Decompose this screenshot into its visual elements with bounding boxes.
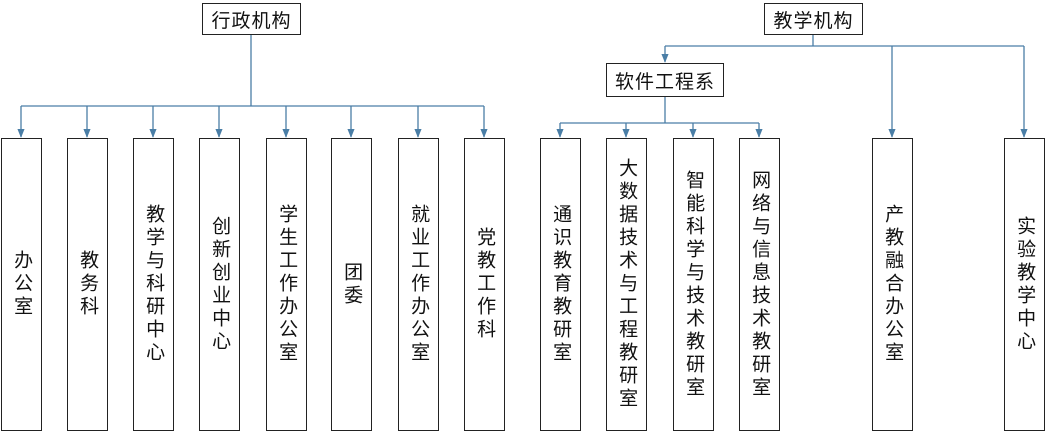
- admin-unit-box: 创新创业中心: [199, 138, 240, 431]
- admin-unit-box: 教学与科研中心: [133, 138, 174, 431]
- unit-label: 大数据技术与工程教研室: [616, 158, 639, 411]
- admin-unit-box: 办公室: [1, 138, 42, 431]
- department-label: 软件工程系: [614, 70, 715, 93]
- unit-label: 团委: [341, 261, 364, 308]
- admin-unit-box: 学生工作办公室: [266, 138, 307, 431]
- unit-label: 产教融合办公室: [882, 204, 905, 365]
- unit-label: 网络与信息技术教研室: [749, 169, 772, 400]
- unit-label: 办公室: [11, 250, 34, 319]
- department-unit-box: 通识教育教研室: [540, 138, 581, 431]
- teaching-root-label: 教学机构: [773, 9, 854, 32]
- unit-label: 创新创业中心: [209, 215, 232, 354]
- admin-unit-box: 就业工作办公室: [398, 138, 439, 431]
- unit-label: 智能科学与技术教研室: [683, 169, 706, 400]
- department-unit-box: 网络与信息技术教研室: [739, 138, 780, 431]
- admin-root-label: 行政机构: [211, 9, 292, 32]
- teaching-unit-box: 实验教学中心: [1004, 138, 1045, 431]
- teaching-root-box: 教学机构: [764, 3, 863, 35]
- unit-label: 通识教育教研室: [550, 204, 573, 365]
- admin-root-box: 行政机构: [202, 3, 301, 35]
- unit-label: 党教工作科: [474, 227, 497, 342]
- unit-label: 教学与科研中心: [143, 204, 166, 365]
- department-unit-box: 大数据技术与工程教研室: [606, 138, 647, 431]
- department-box: 软件工程系: [606, 63, 724, 97]
- unit-label: 教务科: [77, 250, 100, 319]
- admin-unit-box: 团委: [331, 138, 372, 431]
- unit-label: 就业工作办公室: [408, 204, 431, 365]
- department-unit-box: 智能科学与技术教研室: [673, 138, 714, 431]
- unit-label: 实验教学中心: [1014, 215, 1037, 354]
- admin-unit-box: 教务科: [67, 138, 108, 431]
- admin-unit-box: 党教工作科: [464, 138, 505, 431]
- teaching-unit-box: 产教融合办公室: [872, 138, 913, 431]
- unit-label: 学生工作办公室: [276, 204, 299, 365]
